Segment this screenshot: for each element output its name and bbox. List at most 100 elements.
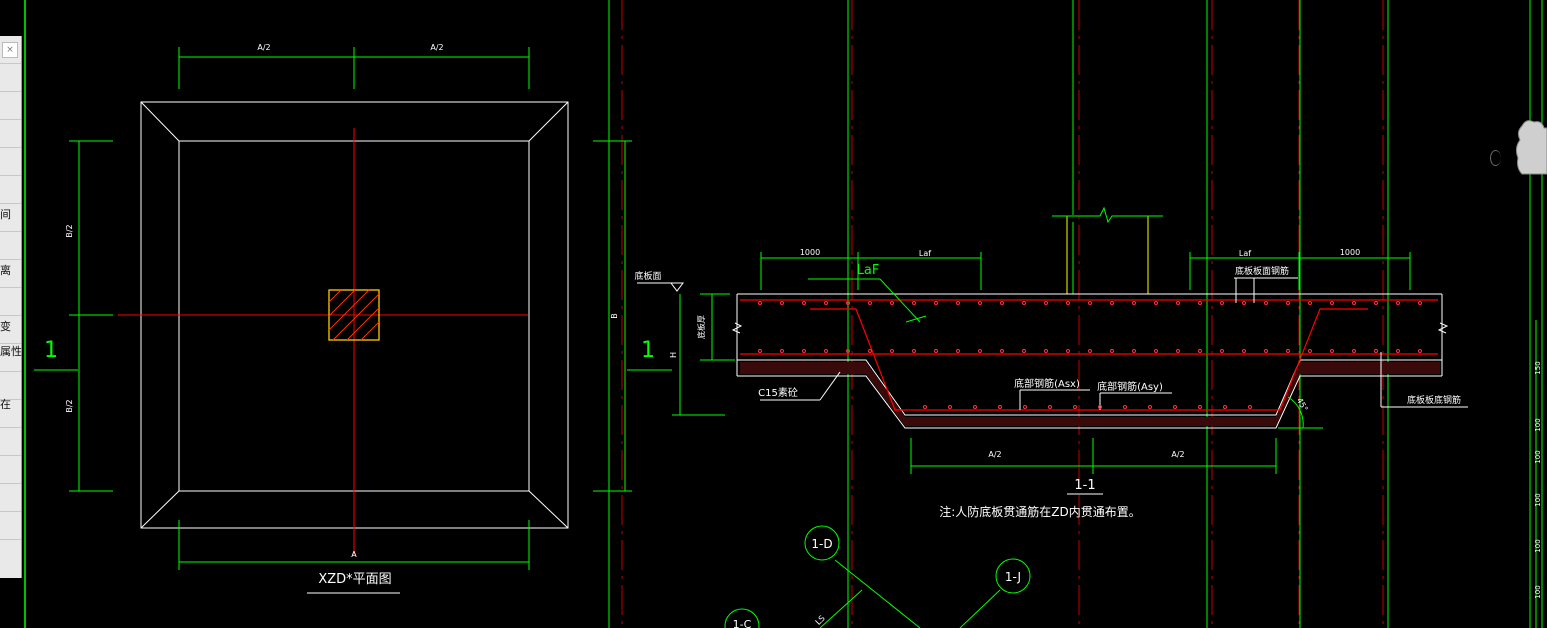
dim-bottom-left: A/2 (988, 450, 1001, 459)
right-dim: 100 (1534, 450, 1542, 463)
right-dim: 100 (1534, 539, 1542, 552)
palette-row[interactable] (0, 455, 21, 456)
rebar-dot (1220, 349, 1224, 353)
rebar-dot (956, 301, 960, 305)
rebar-dot (1220, 301, 1224, 305)
palette-row[interactable] (0, 175, 21, 176)
rebar-dot (934, 349, 938, 353)
palette-row[interactable] (0, 539, 21, 540)
palette-close-button[interactable]: × (2, 42, 18, 58)
label-c15: C15素砼 (758, 386, 798, 399)
palette-row[interactable] (0, 63, 21, 64)
rebar-dot (1286, 349, 1290, 353)
plan-dim-left-top: B/2 (65, 224, 74, 237)
rebar-dot (1198, 301, 1202, 305)
palette-row[interactable] (0, 91, 21, 92)
label-slab-top: 底板面 (634, 270, 661, 282)
palette-label: 间 (0, 208, 11, 221)
palette-row[interactable] (0, 259, 21, 260)
nav-cube-icon[interactable] (1515, 120, 1547, 175)
rebar-dot (1264, 301, 1268, 305)
plan-dim-left-bottom: B/2 (65, 399, 74, 412)
rebar-dot (868, 349, 872, 353)
rebar-dot (1154, 349, 1158, 353)
axis-bubbles[interactable]: 1-D 1-J 1-C LS (724, 525, 1031, 628)
rebar-dot (890, 301, 894, 305)
rebar-dot (1066, 301, 1070, 305)
dim-1000-left: 1000 (800, 248, 820, 257)
axis-fragment: LS (814, 614, 827, 627)
rebar-dot (1418, 349, 1422, 353)
rebar-dot (1132, 301, 1136, 305)
rebar-dot (1154, 301, 1158, 305)
right-edge-dims: 150 100 100 100 100 100 (1534, 320, 1542, 628)
palette-row[interactable] (0, 399, 21, 400)
rebar-dot (1286, 301, 1290, 305)
axis-bubble-c[interactable] (724, 608, 760, 628)
rebar-dot (1352, 349, 1356, 353)
rebar-dot (1098, 405, 1102, 409)
rebar-dot (948, 405, 952, 409)
rebar-dot (1396, 301, 1400, 305)
rebar-dot (1048, 405, 1052, 409)
palette-row[interactable] (0, 147, 21, 148)
plan-dim-top-left: A/2 (257, 43, 270, 52)
palette-row[interactable] (0, 287, 21, 288)
rebar-dot (1023, 405, 1027, 409)
axis-bubble-d[interactable] (804, 525, 840, 561)
rebar-dot (868, 301, 872, 305)
right-dim: 150 (1534, 361, 1542, 374)
palette-row[interactable] (0, 119, 21, 120)
palette-row[interactable] (0, 343, 21, 344)
rebar-dot (1264, 349, 1268, 353)
label-asy: 底部钢筋(Asy) (1097, 380, 1163, 393)
rebar-dot (1396, 349, 1400, 353)
navigation-widget[interactable] (1512, 118, 1547, 176)
label-asx: 底部钢筋(Asx) (1014, 377, 1080, 390)
axis-label-j: 1-J (1005, 570, 1021, 584)
dim-laf-right: Laf (1239, 249, 1251, 258)
rebar-dot (1330, 349, 1334, 353)
rebar-dot (973, 405, 977, 409)
rebar-dots (758, 301, 1422, 409)
palette-row[interactable] (0, 231, 21, 232)
rebar-dot (1073, 405, 1077, 409)
rebar-dot (1123, 405, 1127, 409)
palette-row[interactable] (0, 203, 21, 204)
rebar-dot (1173, 405, 1177, 409)
dim-laf-left: Laf (919, 249, 931, 258)
rebar-dot (802, 301, 806, 305)
rebar-dot (1352, 301, 1356, 305)
rebar-dot (1308, 301, 1312, 305)
section-view[interactable]: 1000 Laf Laf 1000 LaF 底板面 底板厚 H C15素砼 底 (634, 206, 1468, 519)
right-dim: 100 (1534, 493, 1542, 506)
rebar-dot (1110, 301, 1114, 305)
palette-label: 变 (0, 320, 11, 333)
palette-row[interactable] (0, 427, 21, 428)
palette-row[interactable] (0, 315, 21, 316)
plan-title: XZD*平面图 (318, 572, 391, 587)
rebar-dot (1248, 405, 1252, 409)
palette-row[interactable] (0, 511, 21, 512)
axis-label-c: 1-C (733, 618, 752, 628)
rebar-dot (1330, 301, 1334, 305)
rebar-dot (780, 349, 784, 353)
rebar-dot (1374, 301, 1378, 305)
right-dim: 100 (1534, 585, 1542, 598)
plan-dim-right: B (610, 313, 619, 319)
properties-palette[interactable]: × 间 离 变 属性 在 (0, 36, 22, 578)
dim-bottom-right: A/2 (1171, 450, 1184, 459)
plan-view[interactable]: A/2 A/2 B/2 B/2 1 1 B A XZD*平面图 (34, 43, 672, 594)
palette-row[interactable] (0, 483, 21, 484)
label-bottom-rebar: 底板板底钢筋 (1407, 394, 1461, 406)
axis-grid (24, 0, 1543, 628)
rebar-dot (1242, 301, 1246, 305)
rebar-dot (758, 349, 762, 353)
section-title: 1-1 (1074, 478, 1095, 493)
palette-row[interactable] (0, 371, 21, 372)
rebar-dot (912, 349, 916, 353)
rebar-dot (824, 301, 828, 305)
axis-bubble-j[interactable] (995, 558, 1031, 594)
rebar-dot (1374, 349, 1378, 353)
